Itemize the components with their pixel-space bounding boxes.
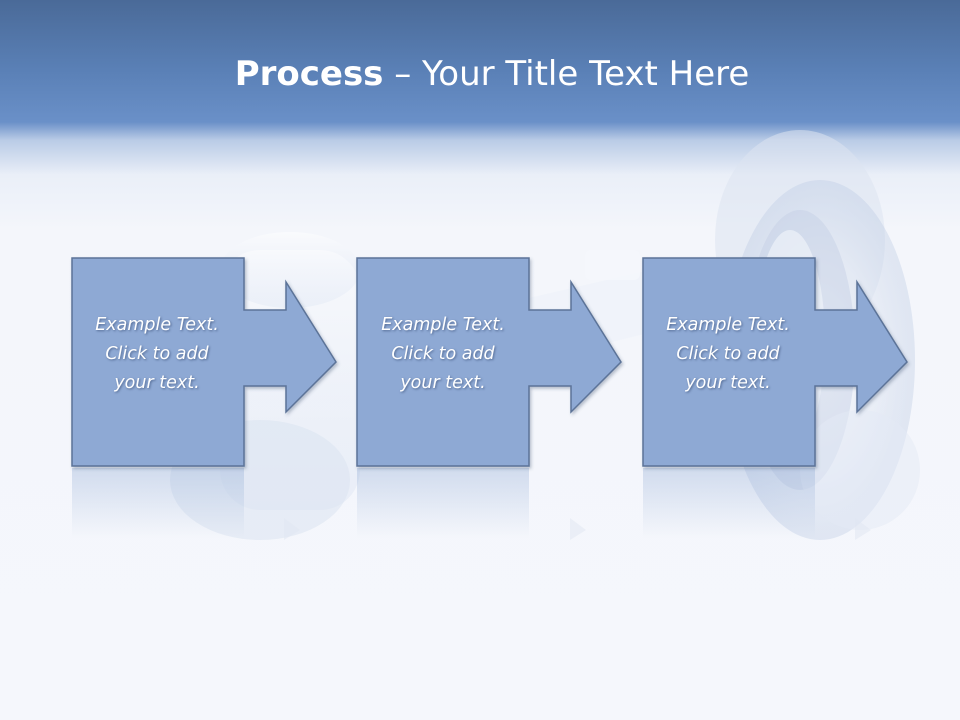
step-1-line-1: Example Text. (95, 315, 219, 335)
process-step-1-text[interactable]: Example Text. Click to add your text. (72, 311, 242, 398)
process-step-3-text[interactable]: Example Text. Click to add your text. (643, 311, 813, 398)
slide-title[interactable]: Process – Your Title Text Here (0, 52, 960, 96)
step-2-line-2: Click to add (391, 344, 495, 364)
reflections (72, 468, 871, 540)
process-step-2-text[interactable]: Example Text. Click to add your text. (358, 311, 528, 398)
step-2-line-3: your text. (400, 373, 486, 393)
step-2-line-1: Example Text. (381, 315, 505, 335)
step-3-line-2: Click to add (676, 344, 780, 364)
process-step-1-shape[interactable] (71, 257, 337, 467)
process-step-2-shape[interactable] (356, 257, 622, 467)
step-1-line-3: your text. (114, 373, 200, 393)
title-rest-text: – Your Title Text Here (383, 54, 750, 94)
step-3-line-3: your text. (685, 373, 771, 393)
title-bold-text: Process (234, 54, 384, 94)
step-1-line-2: Click to add (105, 344, 209, 364)
step-3-line-1: Example Text. (666, 315, 790, 335)
process-step-3-shape[interactable] (642, 257, 908, 467)
